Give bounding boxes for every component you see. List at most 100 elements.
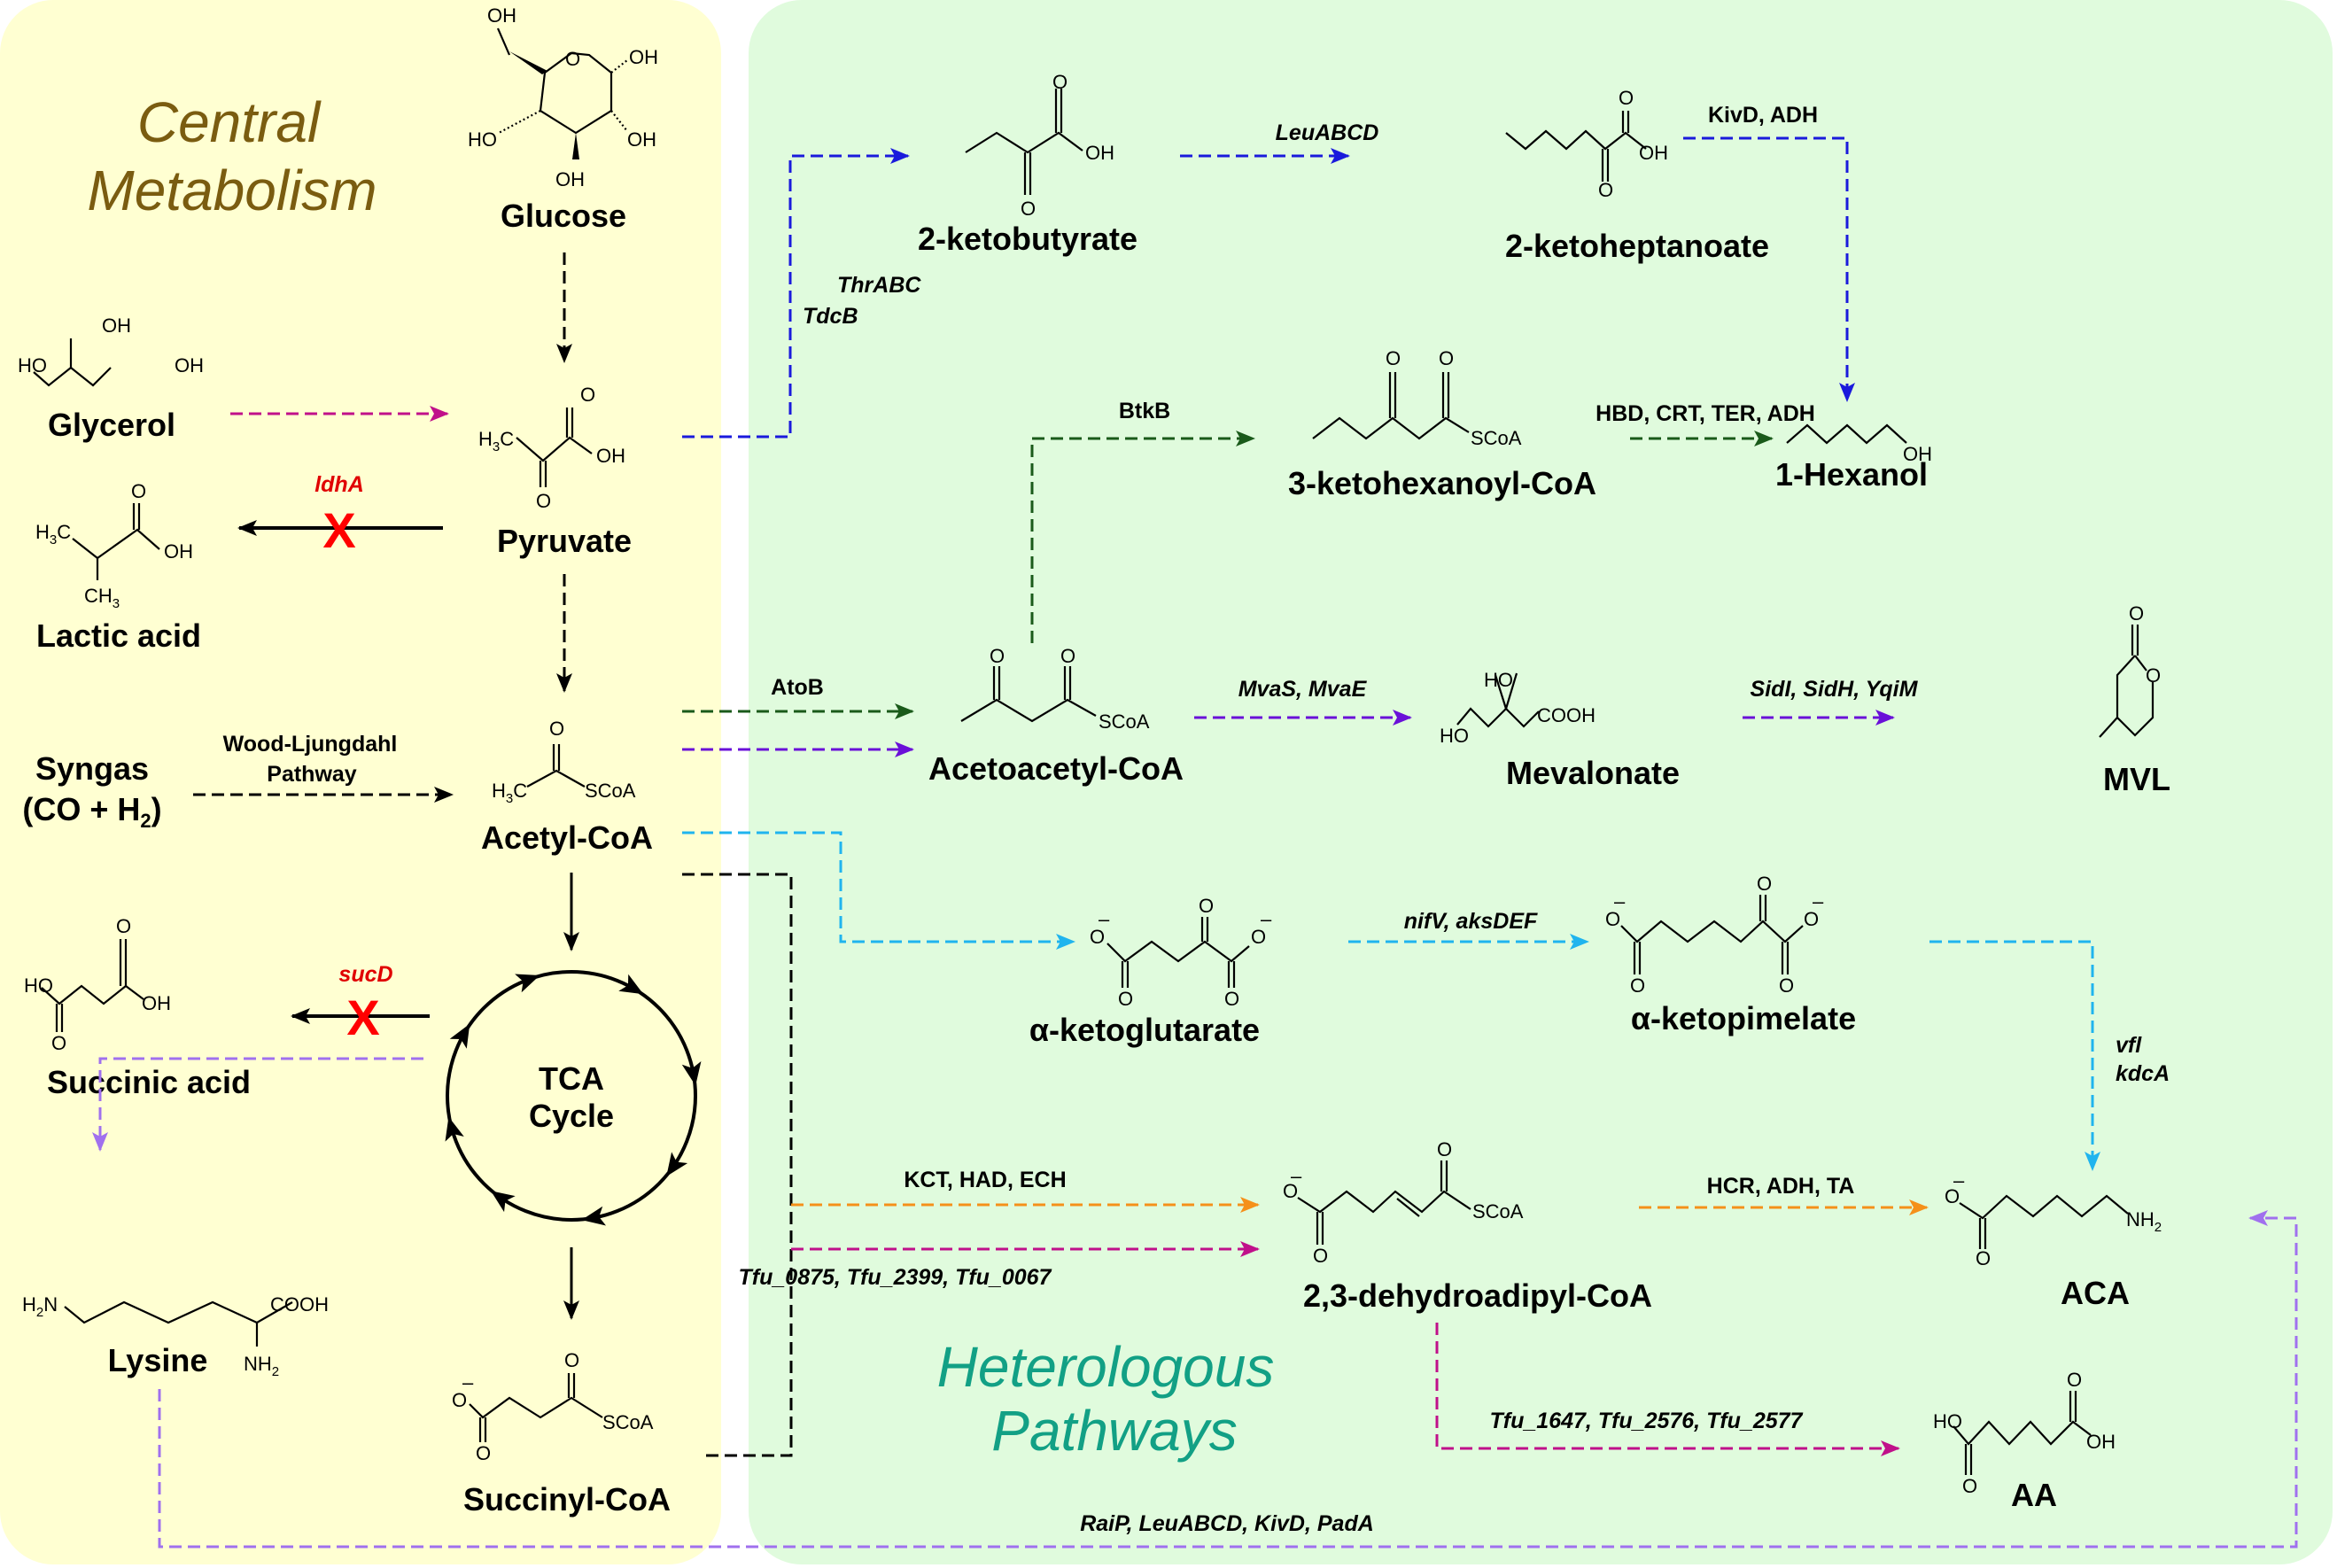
svg-text:O: O [1439,347,1454,369]
tca-arrowhead-icon [618,974,644,995]
svg-text:O: O [2129,602,2144,625]
svg-text:O: O [1052,71,1068,93]
succinic-acid-label: Succinic acid [47,1064,251,1100]
svg-text:O: O [1630,974,1645,997]
glucose-structure: OH O OH HO OH OH [468,4,658,190]
central-title-line2: Metabolism [87,159,377,222]
acetoacetyl-coa-structure: O O SCoA [960,645,1150,733]
mevalonate-structure: HO HO COOH [1440,669,1596,747]
svg-text:OH: OH [596,445,625,467]
svg-text:–: – [1261,908,1272,930]
ketoheptanoate-structure: O O OH [1505,87,1668,201]
svg-text:O: O [1283,1180,1298,1202]
lactic-acid-structure: O H3C CH3 OH [35,480,193,611]
arrow-tca-lysine [92,1057,423,1152]
svg-text:O: O [1060,645,1075,667]
svg-text:OH: OH [1085,142,1114,164]
svg-text:HO: HO [1440,725,1469,747]
svg-text:O: O [1021,198,1036,220]
kdcA-label: kdcA [2116,1061,2170,1086]
ldhA-knockout-icon: X [322,502,355,558]
svg-text:CH3: CH3 [84,585,120,611]
svg-text:OH: OH [1903,443,1932,465]
svg-text:–: – [1291,1165,1302,1187]
svg-text:O: O [564,1349,579,1371]
svg-text:H3C: H3C [492,780,527,806]
svg-text:O: O [2067,1369,2082,1391]
ketoglutarate-label: α-ketoglutarate [1029,1012,1260,1048]
tfu-0875-label: Tfu_0875, Tfu_2399, Tfu_0067 [739,1265,1052,1290]
svg-text:O: O [1619,87,1634,109]
tca-arrowhead-icon [581,1206,607,1226]
svg-text:–: – [462,1371,474,1393]
svg-text:OH: OH [555,168,585,190]
svg-text:O: O [1945,1185,1960,1207]
svg-text:OH: OH [175,354,204,376]
svg-text:OH: OH [627,128,656,151]
svg-text:–: – [1099,908,1110,930]
pyruvate-structure: O H3C O OH [478,384,625,512]
svg-text:OH: OH [164,540,193,563]
ketobutyrate-structure: O O OH [965,71,1114,220]
syngas-formula: (CO + H2) [22,791,161,832]
heterologous-pathways-panel [749,0,2333,1564]
mvaS-mvaE-label: MvaS, MvaE [1238,677,1368,702]
lysine-label: Lysine [108,1342,208,1378]
ketoglutarate-structure: O – O O O O – [1090,895,1272,1010]
wood-ljungdahl-label-1: Wood-Ljungdahl [223,732,398,757]
svg-text:O: O [1598,179,1613,201]
svg-text:O: O [990,645,1005,667]
ketoheptanoate-label: 2-ketoheptanoate [1505,228,1769,264]
tca-arrowhead-icon [449,1023,470,1049]
pyruvate-label: Pyruvate [497,523,632,559]
svg-text:OH: OH [629,46,658,68]
arrow-acetylcoa-ketoglutarate [682,831,1075,950]
atoB-label: AtoB [771,675,824,700]
acetyl-coa-structure: O H3C SCoA [492,718,636,806]
glycerol-label: Glycerol [48,407,175,443]
svg-text:O: O [1605,908,1620,930]
hcr-adh-ta-label: HCR, ADH, TA [1707,1174,1855,1199]
btkB-label: BtkB [1119,399,1170,423]
mevalonate-label: Mevalonate [1506,755,1680,791]
mvl-structure: O O [2099,602,2161,738]
svg-text:H2N: H2N [22,1293,58,1320]
acetyl-coa-label: Acetyl-CoA [481,819,653,856]
arrow-ketoheptanoate-hexanol [1683,136,1855,402]
vfl-label: vfl [2116,1033,2142,1058]
svg-text:O: O [536,490,551,512]
svg-text:O: O [1199,895,1214,917]
svg-text:NH2: NH2 [2126,1208,2162,1235]
ketohexanoyl-coa-label: 3-ketohexanoyl-CoA [1288,465,1596,501]
svg-text:O: O [1313,1245,1328,1267]
svg-text:OH: OH [1639,142,1668,164]
arrow-acetoacetyl-ketohexanoyl [1030,431,1255,643]
tca-arrowhead-icon [445,1116,464,1142]
kct-had-ech-label: KCT, HAD, ECH [904,1168,1066,1192]
tdcB-label: TdcB [803,304,858,329]
dehydroadipyl-coa-label: 2,3-dehydroadipyl-CoA [1303,1277,1652,1314]
ketobutyrate-label: 2-ketobutyrate [918,221,1137,257]
svg-text:O: O [1804,908,1819,930]
glycerol-structure: OH HO OH [18,314,204,387]
tca-label-1: TCA [539,1060,604,1097]
central-title-line1: Central [137,90,322,154]
svg-text:O: O [1779,974,1794,997]
nifV-aksDEF-label: nifV, aksDEF [1404,909,1538,934]
raiP-label: RaiP, LeuABCD, KivD, PadA [1080,1511,1374,1536]
svg-text:O: O [1437,1138,1452,1160]
leuABCD-label: LeuABCD [1276,120,1379,145]
tca-arrowhead-icon [515,974,540,993]
hexanol-structure: OH [1786,423,1932,465]
svg-text:O: O [565,48,580,70]
tca-arrowhead-icon [491,1191,516,1213]
svg-text:SCoA: SCoA [602,1411,654,1433]
succinic-acid-structure: O HO O OH [24,915,171,1054]
svg-text:NH2: NH2 [244,1353,279,1379]
acetoacetyl-coa-label: Acetoacetyl-CoA [928,750,1184,787]
svg-text:O: O [549,718,564,740]
svg-text:O: O [452,1389,467,1411]
hexanol-label: 1-Hexanol [1775,456,1928,493]
ketopimelate-structure: O – O O O O – [1605,873,1824,997]
